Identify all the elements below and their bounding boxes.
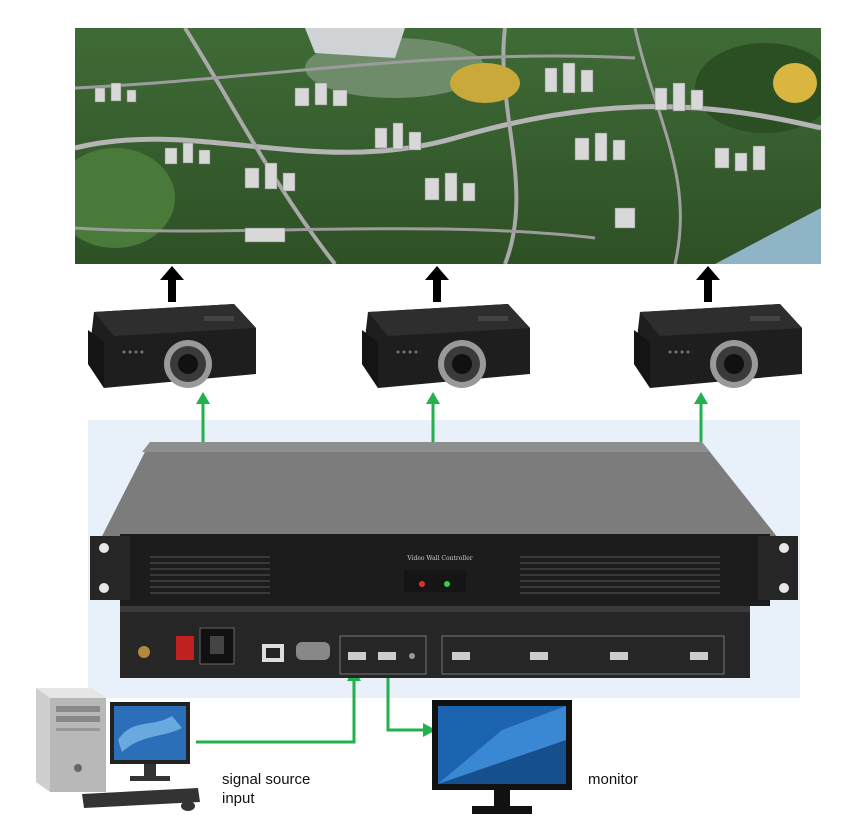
output-arrow-center: [425, 266, 449, 302]
panoramic-city-image: [75, 28, 821, 264]
output-arrow-right: [696, 266, 720, 302]
device-name-label: Video Wall Controller: [407, 555, 473, 562]
signal-source-label-line2: input: [222, 790, 255, 807]
output-arrow-left: [160, 266, 184, 302]
projector-icon: [630, 302, 808, 396]
desktop-computer-icon: [22, 688, 202, 812]
signal-source-label-line1: signal source: [222, 771, 311, 788]
video-wall-controller-icon: [90, 430, 798, 682]
signal-source-label: signal source input: [222, 770, 362, 808]
projector-icon: [358, 302, 536, 396]
monitor-label: monitor: [588, 771, 639, 788]
projector-icon: [84, 302, 262, 396]
monitor-icon: [432, 700, 574, 818]
